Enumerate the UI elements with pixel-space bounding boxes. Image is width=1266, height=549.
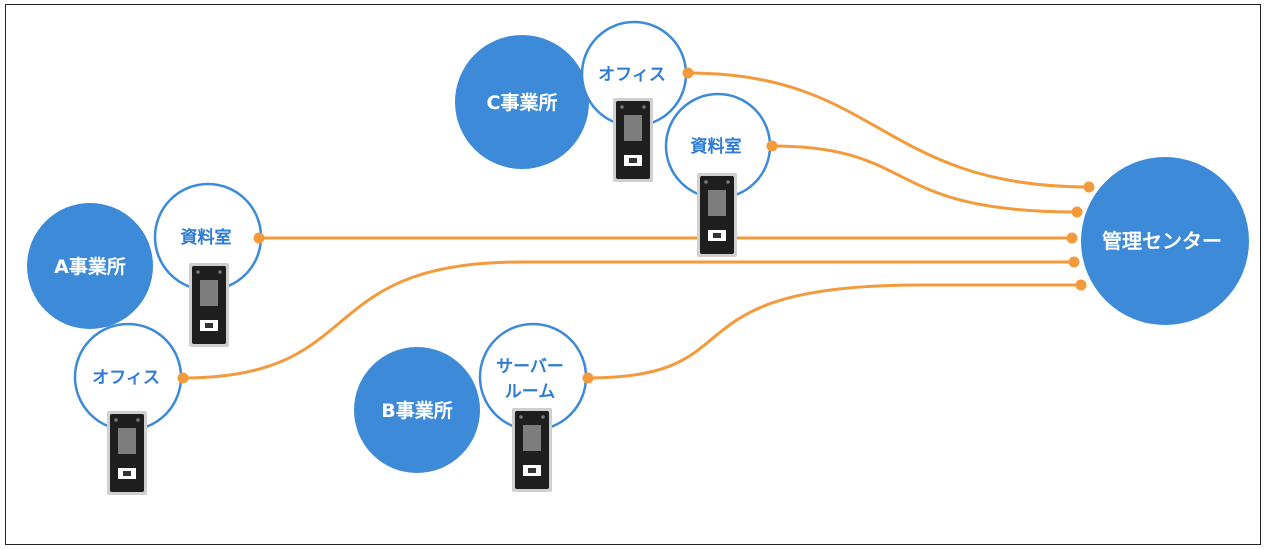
link-c-office [687,71,1090,189]
access-terminal-icon [107,411,147,495]
room-a-archive: 資料室 [153,182,263,292]
link-lines [182,71,1090,380]
endpoint-dot [1075,279,1087,291]
room-c-archive-label: 資料室 [691,136,742,157]
endpoint-dot [766,140,778,152]
link-c-archive [771,144,1078,214]
link-b-server [587,283,1081,380]
link-a-office [182,260,1074,380]
room-b-server-label-line1: サーバー [496,357,564,377]
office-a-label: A事業所 [54,255,126,278]
endpoint-dot [1083,181,1095,193]
room-a-office-label: オフィス [92,368,160,388]
office-b: B事業所 [354,347,480,473]
room-a-archive-label: 資料室 [181,227,232,248]
office-c: C事業所 [455,35,589,169]
office-c-label: C事業所 [487,91,558,114]
room-b-server-label-line2: ルーム [505,382,556,402]
office-a: A事業所 [27,203,153,329]
office-b-label: B事業所 [381,399,452,422]
access-terminal-icon [512,408,552,492]
endpoint-dot [1068,256,1080,268]
endpoint-dot [1066,232,1078,244]
access-terminal-icon [189,263,229,347]
room-b-server: サーバー ルーム [478,322,588,432]
management-center-label: 管理センター [1102,229,1222,253]
access-terminal-icon [697,173,737,257]
link-endpoints [177,67,1095,384]
access-terminal-icon [613,98,653,182]
endpoint-dot [253,232,265,244]
room-c-office-label: オフィス [598,65,666,85]
endpoint-dot [177,372,189,384]
endpoint-dot [1071,206,1083,218]
management-center: 管理センター [1081,157,1249,325]
endpoint-dot [682,67,694,79]
endpoint-dot [582,372,594,384]
